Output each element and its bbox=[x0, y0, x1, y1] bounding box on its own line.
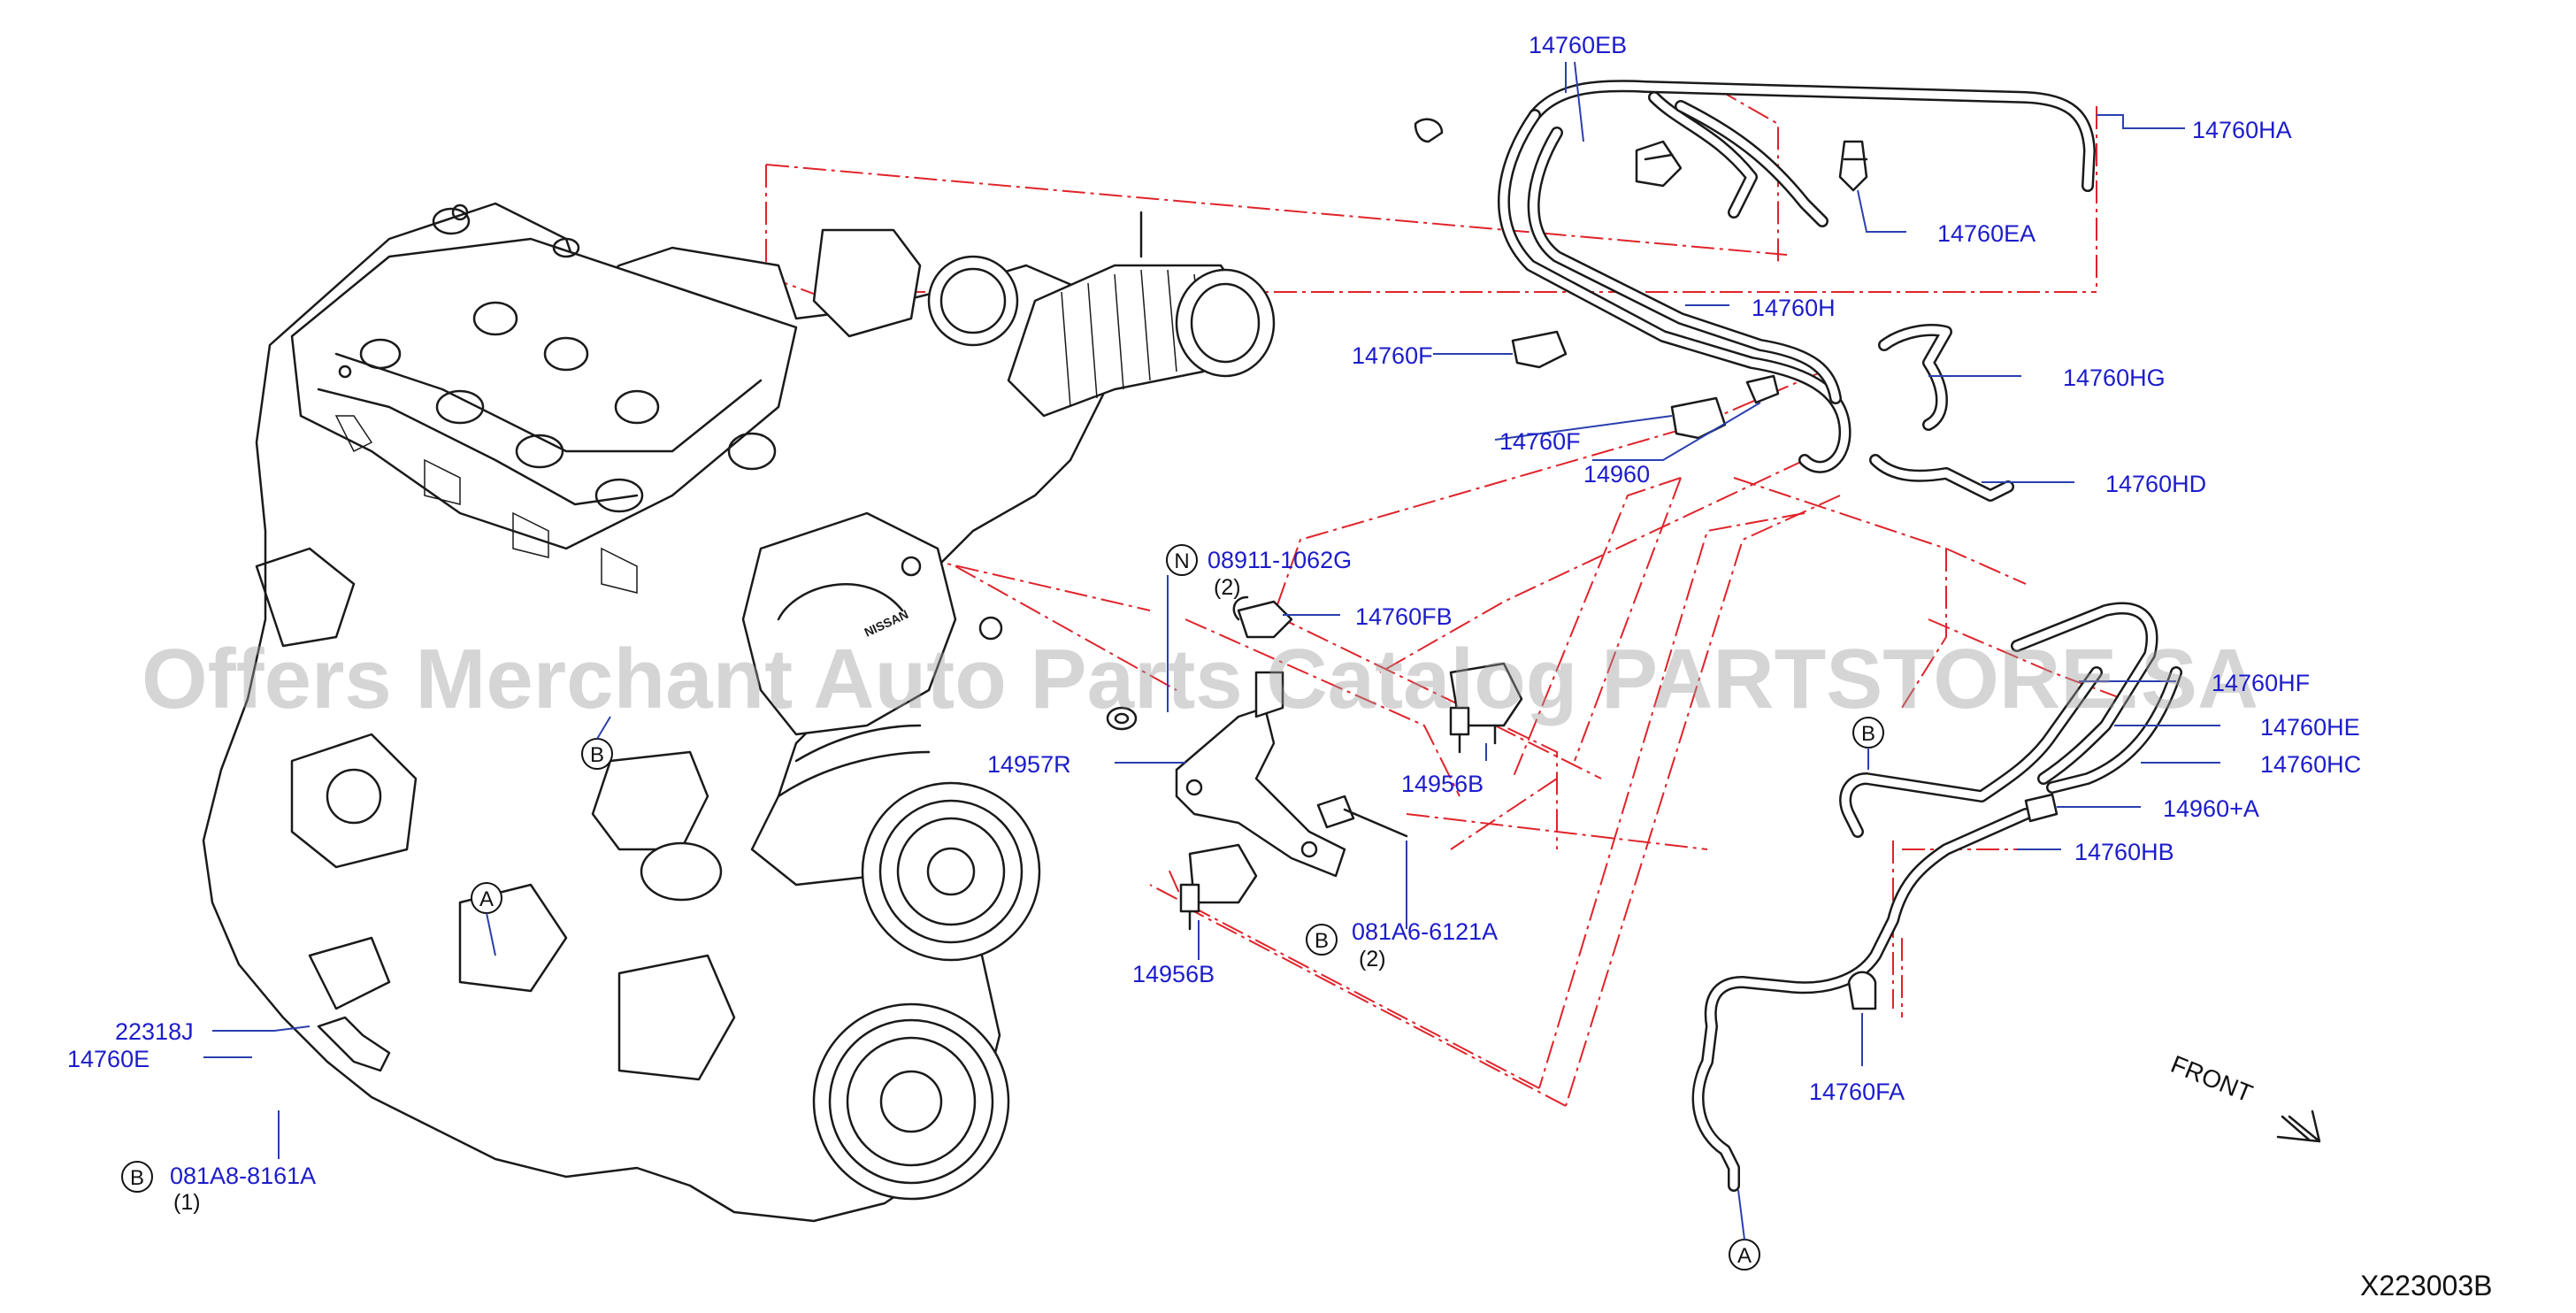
connector-14960 bbox=[1745, 374, 1780, 404]
marker-b-engine: B bbox=[581, 738, 613, 770]
clip-14760eb bbox=[1635, 140, 1683, 188]
svg-text:A: A bbox=[479, 887, 494, 911]
label-14760f-b: 14760F bbox=[1499, 428, 1581, 455]
clip-14760f-lower bbox=[1670, 396, 1727, 440]
hose-14760h bbox=[1498, 109, 1852, 473]
hose-14760hg bbox=[1878, 324, 1952, 431]
marker-a-hose: A bbox=[1729, 1239, 1760, 1271]
label-14760fb: 14760FB bbox=[1355, 603, 1453, 630]
hose-14760hc bbox=[2046, 666, 2182, 794]
connector-14960a bbox=[2024, 793, 2058, 823]
watermark: Offers Merchant Auto Parts Catalog PARTS… bbox=[142, 632, 2258, 726]
hose-14760he bbox=[1839, 666, 2103, 838]
label-14957r: 14957R bbox=[987, 751, 1071, 778]
label-14960a: 14960+A bbox=[2163, 795, 2259, 822]
part-labels: 14760EB 14760HA 14760EA 14760H 14760F 14… bbox=[67, 32, 2361, 1189]
svg-text:B: B bbox=[1315, 929, 1329, 953]
bracket-14957r bbox=[1175, 671, 1346, 878]
svg-text:A: A bbox=[1737, 1244, 1752, 1268]
label-14760hf: 14760HF bbox=[2212, 670, 2310, 696]
hose-14760hd bbox=[1869, 454, 2014, 502]
marker-n-08911: N bbox=[1166, 544, 1198, 576]
nut-08911 bbox=[1106, 706, 1138, 731]
label-14760he: 14760HE bbox=[2260, 714, 2360, 741]
label-14960: 14960 bbox=[1583, 461, 1650, 488]
svg-text:N: N bbox=[1174, 549, 1189, 573]
qty-081a6: (2) bbox=[1359, 947, 1386, 971]
label-14760e: 14760E bbox=[67, 1046, 150, 1072]
hose-14760eb bbox=[1648, 91, 1828, 227]
marker-b-081a6: B bbox=[1306, 924, 1338, 956]
bolt-081a6 bbox=[1316, 795, 1408, 838]
label-14760h: 14760H bbox=[1752, 295, 1836, 321]
marker-a-engine: A bbox=[471, 882, 502, 914]
clip-14760f-upper bbox=[1511, 330, 1568, 369]
svg-text:B: B bbox=[130, 1166, 144, 1190]
label-14760eb: 14760EB bbox=[1529, 32, 1627, 58]
leader-lines bbox=[203, 61, 2220, 1159]
quantity-labels: (2) (2) (1) bbox=[173, 575, 1386, 1215]
label-08911-1062g: 08911-1062G bbox=[1208, 547, 1352, 573]
label-14760hc: 14760HC bbox=[2260, 751, 2361, 778]
label-14956b-a: 14956B bbox=[1401, 771, 1484, 797]
svg-text:B: B bbox=[590, 743, 604, 767]
vacuum-solenoid-lower bbox=[1179, 843, 1258, 931]
vacuum-solenoid-upper bbox=[1449, 662, 1523, 754]
front-label: FRONT bbox=[2167, 1050, 2257, 1108]
hose-14760hb bbox=[1691, 808, 2032, 1192]
svg-text:B: B bbox=[1861, 722, 1875, 746]
label-14760fa: 14760FA bbox=[1809, 1079, 1905, 1105]
marker-b-hose: B bbox=[1852, 717, 1884, 749]
label-14760hd: 14760HD bbox=[2105, 471, 2206, 497]
label-22318j: 22318J bbox=[115, 1018, 194, 1045]
label-14956b-b: 14956B bbox=[1132, 961, 1215, 987]
marker-b-081a8: B bbox=[121, 1161, 153, 1193]
clip-14760fb bbox=[1232, 595, 1293, 639]
phantom-lines bbox=[353, 88, 2124, 1107]
qty-081a8: (1) bbox=[173, 1190, 201, 1215]
engine-assembly: NISSAN bbox=[202, 202, 1276, 1223]
label-081a6-6121a: 081A6-6121A bbox=[1352, 918, 1498, 945]
label-14760f-a: 14760F bbox=[1352, 342, 1433, 369]
front-arrow-icon bbox=[2276, 1110, 2321, 1143]
clip-14760fa bbox=[1847, 971, 1877, 1010]
diagram-code: X223003B bbox=[2360, 1270, 2492, 1301]
label-14760hb: 14760HB bbox=[2074, 839, 2174, 865]
label-14760ea: 14760EA bbox=[1937, 220, 2036, 247]
qty-08911: (2) bbox=[1214, 575, 1241, 600]
circle-markers: N B B B B A A bbox=[121, 544, 1884, 1271]
clip-small-upper bbox=[1414, 118, 1444, 143]
label-081a8-8161a: 081A8-8161A bbox=[170, 1163, 316, 1189]
hose-14760hf bbox=[2011, 602, 2158, 785]
front-indicator: FRONT bbox=[2167, 1050, 2321, 1143]
hose-14760ha bbox=[1529, 80, 2096, 192]
label-14760hg: 14760HG bbox=[2063, 365, 2166, 391]
label-14760ha: 14760HA bbox=[2192, 117, 2292, 143]
clip-14760ea bbox=[1838, 140, 1868, 192]
